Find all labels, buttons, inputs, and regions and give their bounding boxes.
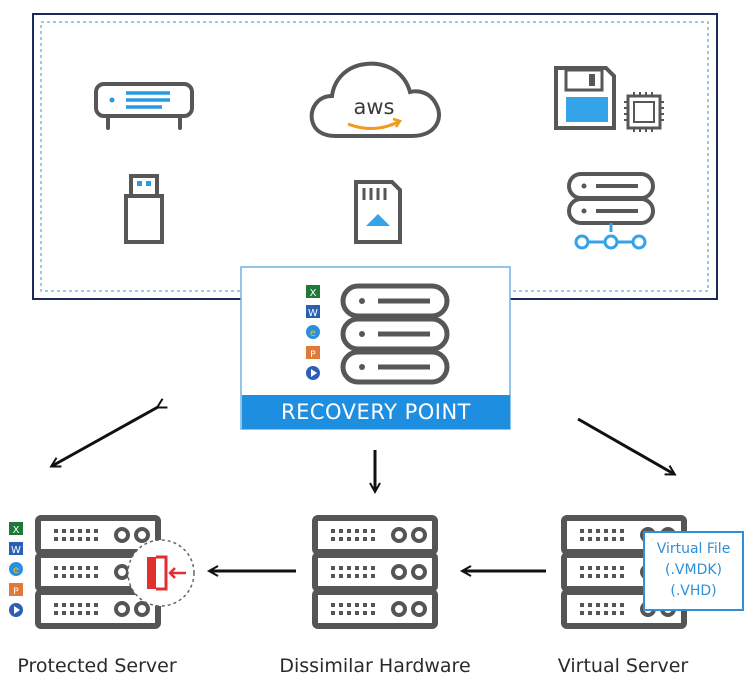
sd-card-icon: [354, 180, 402, 244]
floppy-disk-icon: [554, 66, 616, 130]
virtual-file-format-vhd: (.VHD): [670, 583, 717, 599]
aws-cloud-icon: aws: [309, 61, 441, 138]
restore-door-icon: [127, 539, 195, 607]
aws-logo-text: aws: [354, 95, 395, 119]
protected-server-file-icons: [9, 522, 23, 617]
usb-drive-icon: [124, 174, 164, 244]
dissimilar-hardware-label: Dissimilar Hardware: [279, 655, 471, 677]
arrow-recovery-to-protected: [49, 398, 168, 468]
protected-server-label: Protected Server: [17, 655, 177, 677]
virtual-file-line: Virtual File: [656, 541, 731, 557]
dissimilar-hardware-rack-icon: [315, 518, 435, 626]
virtual-server-label: Virtual Server: [557, 655, 689, 677]
chip-icon: [624, 92, 664, 132]
virtual-file-format-vmdk: (.VMDK): [665, 562, 722, 578]
arrow-recovery-to-virtual: [577, 417, 677, 476]
network-server-icon: [567, 172, 655, 250]
recovery-point-label: RECOVERY POINT: [242, 395, 510, 429]
recovery-point-server-icon: [340, 283, 450, 385]
nas-device-icon: [94, 82, 194, 130]
virtual-file-note: Virtual File (.VMDK) (.VHD): [643, 531, 744, 611]
storage-frame: [32, 13, 718, 300]
